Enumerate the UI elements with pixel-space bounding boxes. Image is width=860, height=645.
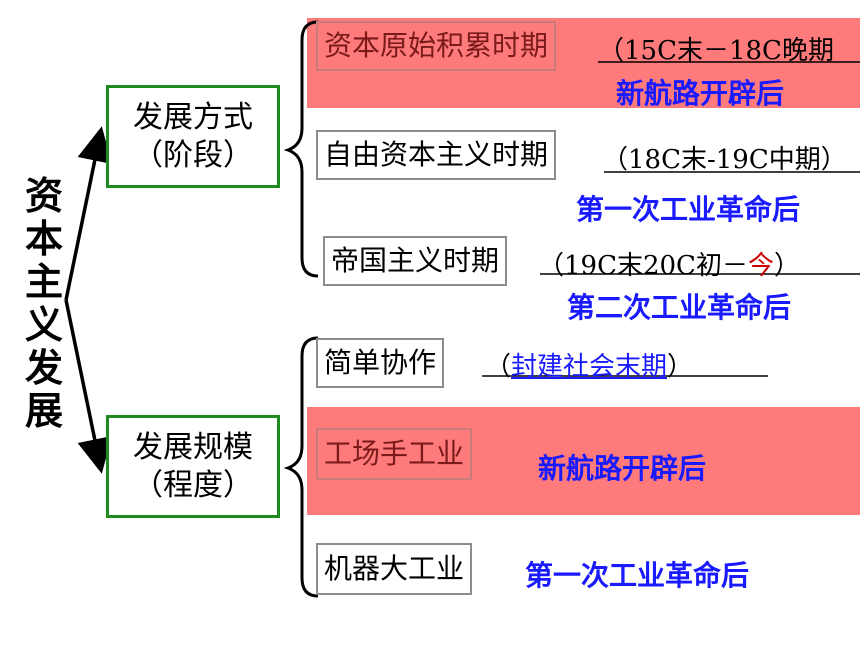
highlight-band-scale-2 bbox=[307, 407, 860, 515]
root-title: 资本主义发展 bbox=[24, 174, 63, 433]
scale-1-period-open: （ bbox=[485, 352, 512, 382]
stage-3-period-post: ） bbox=[773, 251, 800, 281]
stage-2-period: （18C末-19C中期） bbox=[602, 145, 847, 175]
arrow-to-mode bbox=[64, 126, 112, 301]
node-scale-line1: 发展规模 bbox=[133, 429, 253, 465]
scale-1-period: （封建社会末期） bbox=[485, 346, 693, 383]
node-mode-line2: （阶段） bbox=[133, 137, 253, 173]
scale-1-period-close: ） bbox=[667, 352, 694, 382]
arrow-to-scale bbox=[64, 299, 112, 474]
stage-1-period: （15C末－18C晚期 bbox=[598, 36, 834, 66]
stage-1-note: 新航路开辟后 bbox=[616, 77, 785, 110]
stage-3-period-pre: （19C末20C初－ bbox=[538, 251, 748, 281]
scale-2-box: 工场手工业 bbox=[316, 428, 473, 480]
node-scale-line2: （程度） bbox=[133, 467, 253, 503]
stage-3-period-red: 今 bbox=[747, 251, 774, 281]
highlight-band-stage-1 bbox=[307, 18, 860, 108]
scale-3-box: 机器大工业 bbox=[316, 543, 473, 595]
stage-2-note: 第一次工业革命后 bbox=[576, 193, 801, 226]
scale-1-box: 简单协作 bbox=[316, 338, 445, 388]
brace-scales bbox=[283, 336, 319, 598]
node-mode-line1: 发展方式 bbox=[133, 99, 253, 135]
scale-3-note: 第一次工业革命后 bbox=[525, 559, 750, 592]
stage-2-box: 自由资本主义时期 bbox=[316, 130, 557, 180]
stage-3-period: （19C末20C初－今） bbox=[538, 245, 800, 282]
node-development-mode: 发展方式 （阶段） bbox=[106, 85, 280, 188]
stage-3-note: 第二次工业革命后 bbox=[567, 291, 792, 324]
scale-1-period-link[interactable]: 封建社会末期 bbox=[511, 352, 668, 382]
brace-stages bbox=[283, 20, 319, 278]
stage-3-box: 帝国主义时期 bbox=[323, 236, 508, 286]
node-development-scale: 发展规模 （程度） bbox=[106, 415, 280, 518]
scale-2-note: 新航路开辟后 bbox=[538, 452, 707, 485]
stage-1-box: 资本原始积累时期 bbox=[316, 21, 557, 71]
